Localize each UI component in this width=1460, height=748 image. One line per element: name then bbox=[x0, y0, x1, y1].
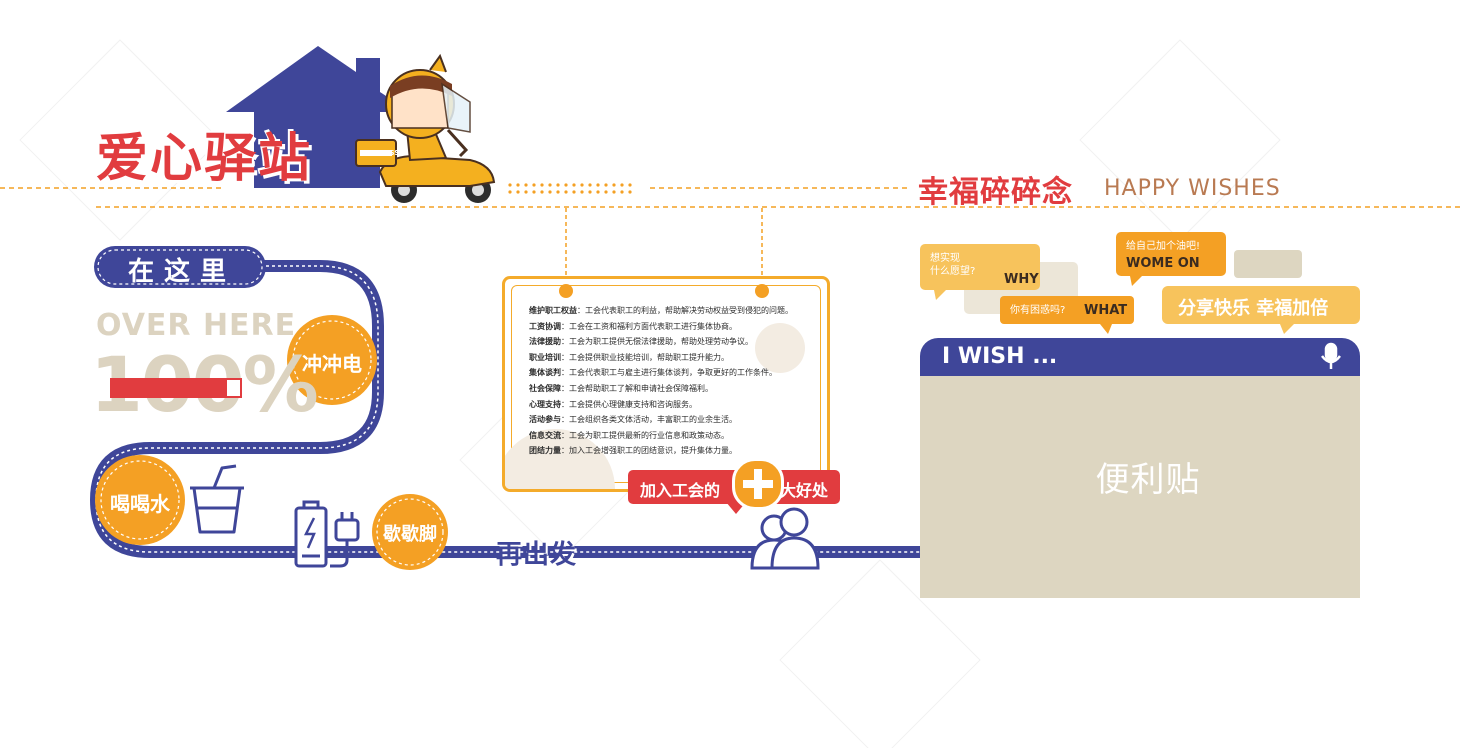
wish-input-label: I WISH ... bbox=[942, 344, 1058, 369]
benefit-item: 法律援助：工会为职工提供无偿法律援助，帮助处理劳动争议。 bbox=[529, 334, 819, 350]
board-pin-right bbox=[755, 284, 769, 298]
join-banner-left: 加入工会的 bbox=[640, 481, 721, 500]
benefit-item: 社会保障：工会帮助职工了解和申请社会保障福利。 bbox=[529, 381, 819, 397]
sticky-note-label: 便利贴 bbox=[1095, 460, 1201, 500]
battery-bar-fill bbox=[112, 380, 228, 396]
bubble-confuse-text: 你有困惑吗? bbox=[1010, 305, 1066, 316]
bubble-wish-tag: WHY bbox=[1004, 272, 1039, 287]
benefit-term: 工资协调 bbox=[529, 321, 561, 331]
benefit-desc: ：工会提供职业技能培训，帮助职工提升能力。 bbox=[561, 352, 729, 362]
station-restart: 再出发 bbox=[496, 540, 578, 570]
share-banner bbox=[1162, 286, 1360, 324]
sticky-note-area[interactable] bbox=[920, 370, 1360, 598]
bubble-cheer-text: 给自己加个油吧! bbox=[1126, 241, 1201, 252]
benefit-desc: ：工会组织各类文体活动，丰富职工的业余生活。 bbox=[561, 415, 737, 425]
benefit-item: 团结力量：加入工会增强职工的团结意识，提升集体力量。 bbox=[529, 443, 819, 459]
benefit-item: 活动参与：工会组织各类文体活动，丰富职工的业余生活。 bbox=[529, 412, 819, 428]
station-drink: 喝喝水 bbox=[110, 492, 170, 516]
notice-board: 维护职工权益：工会代表职工的利益，帮助解决劳动权益受到侵犯的问题。工资协调：工会… bbox=[502, 276, 830, 492]
benefit-term: 社会保障 bbox=[529, 383, 561, 393]
road-path bbox=[89, 260, 926, 558]
battery-icon bbox=[294, 500, 328, 568]
join-banner-right: 大好处 bbox=[780, 481, 829, 500]
here-pill-label: 在这里 bbox=[128, 257, 237, 287]
benefit-term: 法律援助 bbox=[529, 337, 561, 347]
benefit-item: 职业培训：工会提供职业技能培训，帮助职工提升能力。 bbox=[529, 350, 819, 366]
benefit-desc: ：工会在工资和福利方面代表职工进行集体协商。 bbox=[561, 321, 737, 331]
express-label: EXPRESS bbox=[364, 149, 400, 157]
benefit-desc: ：工会提供心理健康支持和咨询服务。 bbox=[561, 399, 697, 409]
cup-icon bbox=[190, 464, 244, 534]
board-pin-left bbox=[559, 284, 573, 298]
battery-bar bbox=[110, 378, 242, 398]
benefit-term: 团结力量 bbox=[529, 446, 561, 456]
benefit-desc: ：工会帮助职工了解和申请社会保障福利。 bbox=[561, 383, 713, 393]
plus-icon-h bbox=[743, 480, 773, 488]
station-rest: 歇歇脚 bbox=[383, 524, 437, 545]
bubble-confuse-tag: WHAT bbox=[1084, 303, 1128, 318]
benefit-desc: ：工会代表职工的利益，帮助解决劳动权益受到侵犯的问题。 bbox=[577, 306, 793, 315]
benefit-item: 维护职工权益：工会代表职工的利益，帮助解决劳动权益受到侵犯的问题。 bbox=[529, 303, 819, 319]
benefit-desc: ：工会为职工提供无偿法律援助，帮助处理劳动争议。 bbox=[561, 337, 753, 347]
bubble-wish-text: 想实现 什么愿望? bbox=[930, 253, 976, 277]
plug-icon bbox=[330, 512, 360, 568]
over-here-text: OVER HERE bbox=[96, 308, 297, 343]
station-charge: 冲冲电 bbox=[302, 352, 362, 376]
benefit-term: 活动参与 bbox=[529, 415, 561, 425]
benefit-term: 信息交流 bbox=[529, 430, 561, 440]
plus-icon bbox=[732, 458, 784, 510]
people-icon bbox=[750, 507, 820, 570]
benefit-list: 维护职工权益：工会代表职工的利益，帮助解决劳动权益受到侵犯的问题。工资协调：工会… bbox=[529, 303, 819, 459]
bubble-cheer-tag: WOME ON bbox=[1126, 256, 1200, 271]
board-deco-dot bbox=[755, 323, 805, 373]
benefit-term: 集体谈判 bbox=[529, 368, 561, 378]
benefit-item: 心理支持：工会提供心理健康支持和咨询服务。 bbox=[529, 397, 819, 413]
benefit-item: 信息交流：工会为职工提供最新的行业信息和政策动态。 bbox=[529, 428, 819, 444]
benefit-item: 工资协调：工会在工资和福利方面代表职工进行集体协商。 bbox=[529, 319, 819, 335]
wishes-subtitle: HAPPY WISHES bbox=[1104, 176, 1281, 201]
benefit-term: 职业培训 bbox=[529, 352, 561, 362]
page-title: 爱心驿站 bbox=[96, 129, 313, 189]
rider-illustration bbox=[355, 53, 496, 203]
benefit-desc: ：工会代表职工与雇主进行集体谈判，争取更好的工作条件。 bbox=[561, 368, 777, 378]
wish-input-bar[interactable] bbox=[920, 338, 1360, 376]
benefit-desc: ：加入工会增强职工的团结意识，提升集体力量。 bbox=[561, 446, 737, 456]
benefit-term: 维护职工权益 bbox=[529, 306, 577, 315]
benefit-term: 心理支持 bbox=[529, 399, 561, 409]
benefit-item: 集体谈判：工会代表职工与雇主进行集体谈判，争取更好的工作条件。 bbox=[529, 365, 819, 381]
benefit-desc: ：工会为职工提供最新的行业信息和政策动态。 bbox=[561, 430, 729, 440]
share-text: 分享快乐 幸福加倍 bbox=[1178, 298, 1329, 319]
wishes-title: 幸福碎碎念 bbox=[918, 175, 1073, 210]
